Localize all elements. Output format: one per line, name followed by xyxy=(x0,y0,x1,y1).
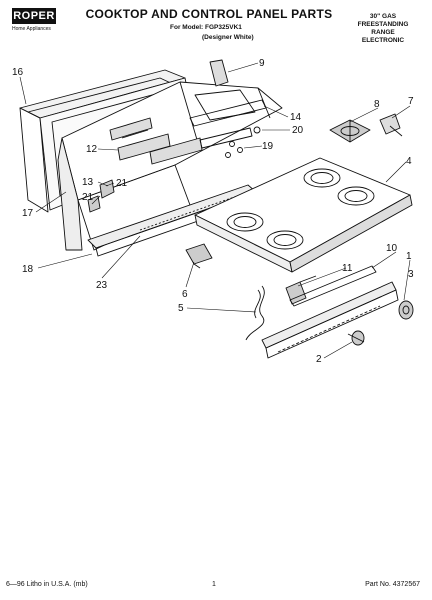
rear-rail-part xyxy=(189,99,267,149)
callout-3: 3 xyxy=(408,269,414,280)
brand-logo: ROPER xyxy=(12,8,56,24)
screw-part xyxy=(253,126,261,134)
callout-19: 19 xyxy=(262,141,274,152)
callout-12: 12 xyxy=(86,144,98,155)
callout-10: 10 xyxy=(386,243,398,254)
fastener-part xyxy=(225,141,243,158)
callout-14: 14 xyxy=(290,112,302,123)
litho-note: 6—96 Litho in U.S.A. (mb) xyxy=(6,581,88,588)
knob-part xyxy=(398,300,414,320)
callout-1: 1 xyxy=(406,251,412,262)
callout-11: 11 xyxy=(342,263,353,274)
callout-23: 23 xyxy=(96,280,108,291)
burner-head-part xyxy=(329,119,371,143)
leader-lines xyxy=(19,62,411,359)
callout-2: 2 xyxy=(316,354,322,365)
switch-module-part xyxy=(109,117,203,165)
callout-6: 6 xyxy=(182,289,188,300)
callout-16: 16 xyxy=(12,67,24,78)
callout-9: 9 xyxy=(259,58,265,69)
page-number: 1 xyxy=(212,581,216,588)
callout-20: 20 xyxy=(292,125,304,136)
callout-4: 4 xyxy=(406,156,412,167)
igniter-part xyxy=(379,113,403,137)
callout-17: 17 xyxy=(22,208,34,219)
valve-bracket-part xyxy=(185,243,213,269)
product-spec: 30" GAS FREESTANDING RANGE ELECTRONIC xyxy=(348,13,418,45)
backguard-panel-part xyxy=(57,81,283,251)
spec-line: FREESTANDING xyxy=(357,21,409,28)
clip-part xyxy=(209,59,229,87)
manifold-part xyxy=(261,265,399,359)
wire-harness-part xyxy=(245,285,265,341)
spec-line: RANGE xyxy=(371,29,395,36)
callout-7: 7 xyxy=(408,96,414,107)
callout-22: 21 xyxy=(116,178,128,189)
model-number: For Model: FGP325VK1 xyxy=(170,24,242,31)
brand-subtitle: Home Appliances xyxy=(12,26,51,32)
spec-line: ELECTRONIC xyxy=(361,37,405,44)
callout-18: 18 xyxy=(22,264,34,275)
callout-5: 5 xyxy=(178,303,184,314)
callout-8: 8 xyxy=(374,99,380,110)
valve-part xyxy=(347,330,365,346)
spec-line: 30" GAS xyxy=(369,13,397,20)
callout-13: 13 xyxy=(82,177,94,188)
cooktop-part xyxy=(194,157,413,273)
callout-labels: 16 9 14 20 19 12 13 21 21 17 18 23 8 7 4… xyxy=(12,58,414,365)
callout-21: 21 xyxy=(82,192,94,203)
part-number: Part No. 4372567 xyxy=(365,581,420,588)
page-title: COOKTOP AND CONTROL PANEL PARTS xyxy=(85,7,333,21)
model-variant: (Designer White) xyxy=(202,34,254,41)
igniter-module-part xyxy=(285,275,317,305)
